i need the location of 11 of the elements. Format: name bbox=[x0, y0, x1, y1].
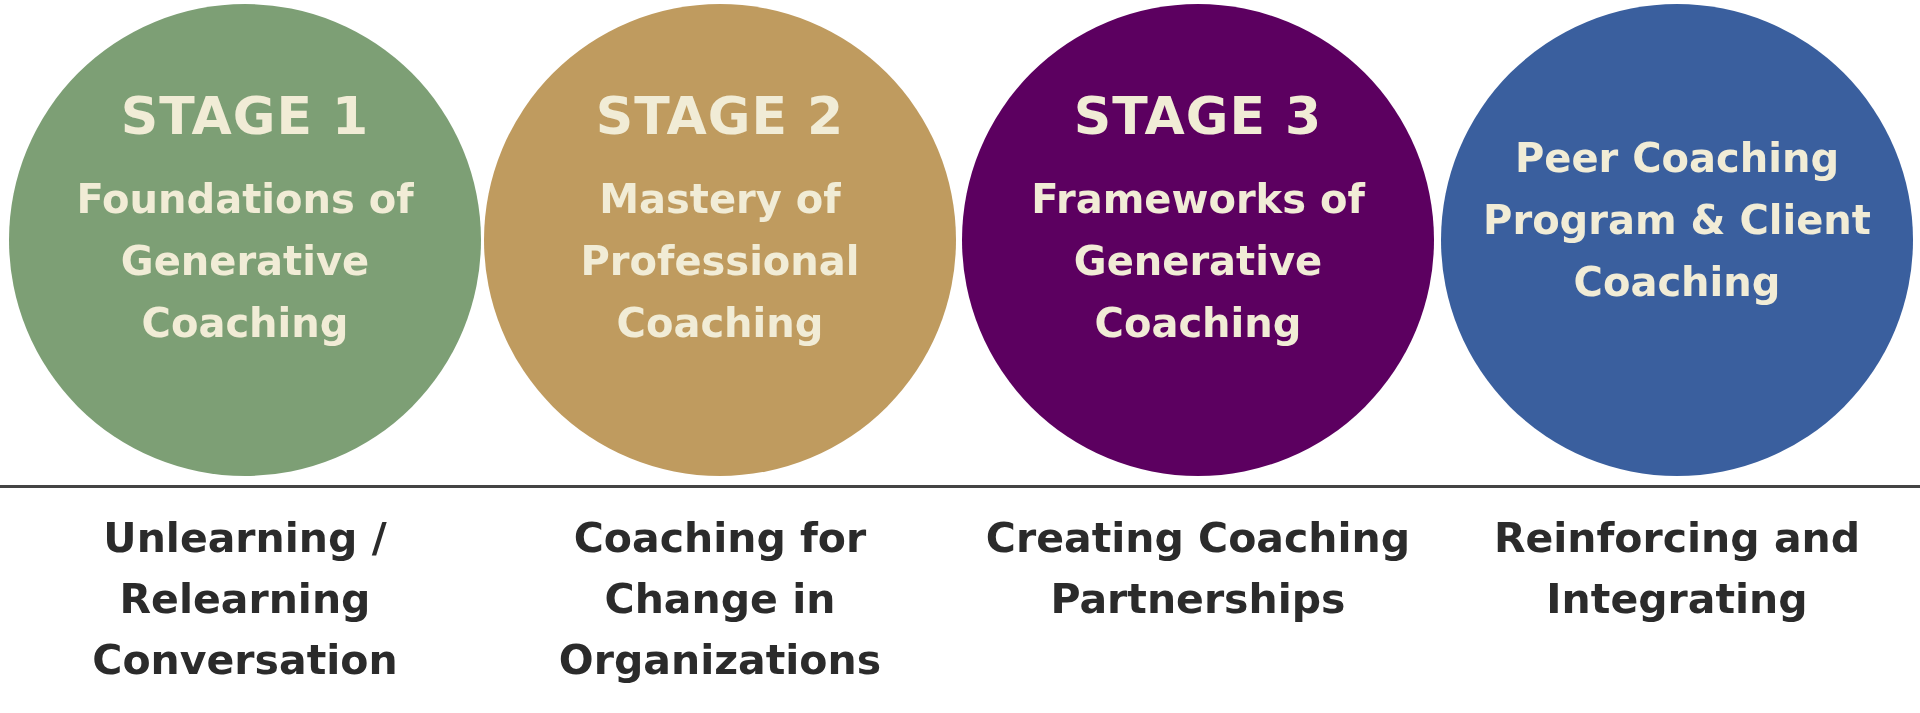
stage-outcome-text: Reinforcing and Integrating bbox=[1492, 513, 1862, 625]
stage-title: Mastery of Professional Coaching bbox=[579, 175, 861, 348]
stage-title: Frameworks of Generative Coaching bbox=[1030, 175, 1367, 348]
stage-outcome-text: Creating Coaching Partnerships bbox=[984, 513, 1412, 625]
stage-outcome-text: Coaching for Change in Organizations bbox=[557, 513, 883, 686]
stage-title: Peer Coaching Program & Client Coaching bbox=[1482, 134, 1872, 307]
stage-heading: STAGE 1 bbox=[120, 86, 370, 146]
stage-outcome-text: Unlearning / Relearning Conversation bbox=[91, 513, 399, 686]
stage-heading: STAGE 3 bbox=[1073, 86, 1323, 146]
stage-title: Foundations of Generative Coaching bbox=[75, 175, 415, 348]
stage-heading: STAGE 2 bbox=[595, 86, 845, 146]
